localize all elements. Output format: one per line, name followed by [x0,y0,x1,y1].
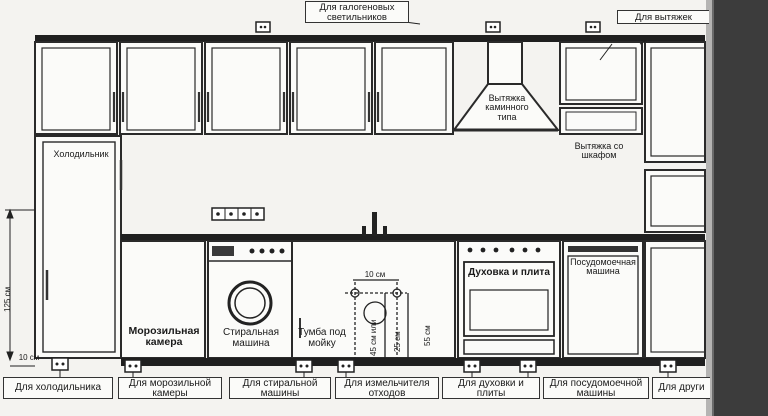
upper-cabinet-2-panel [126,47,196,131]
disposer-outlet-label: Для измельчителя отходов [335,377,439,399]
plinth [121,358,705,366]
upper-cabinet-2 [119,41,203,135]
upper-cabinet-4-panel [296,47,366,131]
dishwasher-door [567,255,639,355]
right-mid-cabinet-panel [650,175,706,227]
washer-label: Стиральная машина [222,327,280,349]
height-55-label: 55 см [423,325,432,346]
upper-handles [112,92,380,122]
socket-icon [585,21,601,33]
socket-icon [124,359,142,373]
oven-door [463,261,555,337]
socket-icon [519,359,537,373]
washer-door-glass [234,287,266,319]
height-25-label: 25 см [393,331,402,352]
washer-detergent-tray [212,246,234,256]
upper-cabinet-3-panel [211,47,281,131]
other-outlet-label: Для други [652,377,710,399]
dark-edge [712,0,768,416]
spacing-10-label: 10 см [364,270,386,279]
fridge-label: Холодильник [53,149,109,159]
right-mid-cabinet [644,169,706,233]
fridge-door [42,141,116,353]
halogen-lights-label: Для галогеновых светильников [305,1,409,23]
oven-body [457,240,561,359]
hood-cabinet [559,41,643,105]
sink-cabinet-body [291,240,456,359]
upper-cabinets [34,41,706,233]
upper-cabinet-1 [34,41,118,135]
socket-icon [485,21,501,33]
cabinet-hood-label: Вытяжка со шкафом [574,141,624,161]
socket-icon [255,21,271,33]
right-upper-cabinet [644,41,706,163]
upper-cabinet-1-panel [41,47,111,131]
oven-label: Духовка и плита [468,267,550,278]
fireplace-hood [452,41,561,132]
washer-panel [207,240,293,262]
dishwasher-body [562,240,644,359]
height-dimension [5,208,35,367]
hood-cabinet-panel [565,47,637,101]
freezer-outlet-label: Для морозильной камеры [118,377,222,399]
upper-cabinet-top-bar [35,35,705,42]
upper-cabinet-5 [374,41,454,135]
edge-shadow [706,0,714,416]
oven-outlet-label: Для духовки и плиты [442,377,540,399]
cabinet-hood-panel [565,111,637,131]
upper-cabinet-5-panel [381,47,447,131]
socket-icon [211,207,265,221]
right-upper-cabinet-panel [650,47,706,157]
freezer-label: Морозильная камера [128,325,200,349]
drain-fittings [345,279,409,358]
washer-outlet-label: Для стиральной машины [229,377,331,399]
height-125-label: 125 см [3,286,12,312]
socket-icon [295,359,313,373]
faucet-icon [362,212,387,236]
hood-outlet-label: Для вытяжек [617,10,709,24]
dishwasher-panel [568,246,638,252]
socket-icon [337,359,355,373]
offset-10-label: 10 см [18,353,40,362]
socket-icon [463,359,481,373]
washer-knobs [249,248,285,254]
right-base-cabinet [644,240,706,359]
fridge-outlet-label: Для холодильника [3,377,113,399]
height-45-label: 45 см или [369,319,378,356]
burner-icon [467,247,541,253]
oven-window [469,289,549,331]
dishwasher-outlet-label: Для посудомоечной машины [543,377,649,399]
socket-icon [51,357,69,371]
sink-cabinet-label: Тумба под мойку [298,327,346,349]
countertop [121,234,705,241]
hood-chimney [487,41,523,85]
upper-cabinet-3 [204,41,288,135]
freezer-body [120,240,206,359]
fridge-body [34,135,122,359]
upper-cabinet-4 [289,41,373,135]
dishwasher-label: Посудомоечная машина [570,257,636,277]
oven-drawer [463,339,555,355]
right-base-panel [650,247,706,353]
fireplace-hood-label: Вытяжка каминного типа [485,93,529,122]
socket-icon [659,359,677,373]
